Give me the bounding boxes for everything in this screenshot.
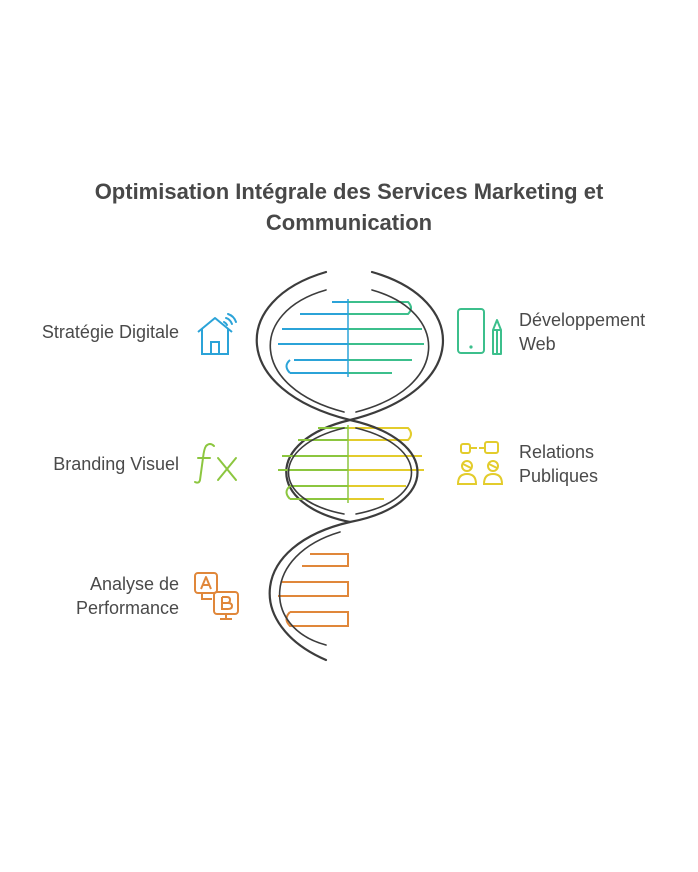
- helix-front-strand-inner: [269, 289, 345, 413]
- mobile-and-pencil-icon: [457, 308, 502, 355]
- helix-back-strand-inner: [355, 289, 430, 413]
- helix-middle-inner: [287, 427, 413, 515]
- helix-front-strand: [255, 270, 419, 662]
- label-strategie-digitale: Stratégie Digitale: [41, 322, 179, 342]
- title-line-2: Communication: [265, 210, 433, 235]
- rungs-segment-2: [278, 425, 424, 503]
- label-analyse-performance: Analyse de Performance: [75, 574, 179, 618]
- label-relations-publiques: Relations Publiques: [519, 442, 599, 486]
- rungs-segment-1: [278, 299, 424, 377]
- people-connect-icon: [456, 441, 504, 485]
- label-branding-visuel: Branding Visuel: [53, 454, 179, 474]
- label-developpement-web: Développement Web: [519, 310, 646, 354]
- title-line-1: Optimisation Intégrale des Services Mark…: [94, 179, 604, 204]
- helix-lower-inner: [278, 531, 341, 646]
- ab-test-icon: [194, 572, 239, 620]
- rungs-segment-3: [278, 553, 349, 627]
- diagram-title: Optimisation Intégrale des Services Mark…: [0, 176, 698, 238]
- helix-back-strand: [285, 270, 444, 524]
- smart-home-icon: [197, 313, 237, 355]
- function-fx-icon: [194, 443, 237, 484]
